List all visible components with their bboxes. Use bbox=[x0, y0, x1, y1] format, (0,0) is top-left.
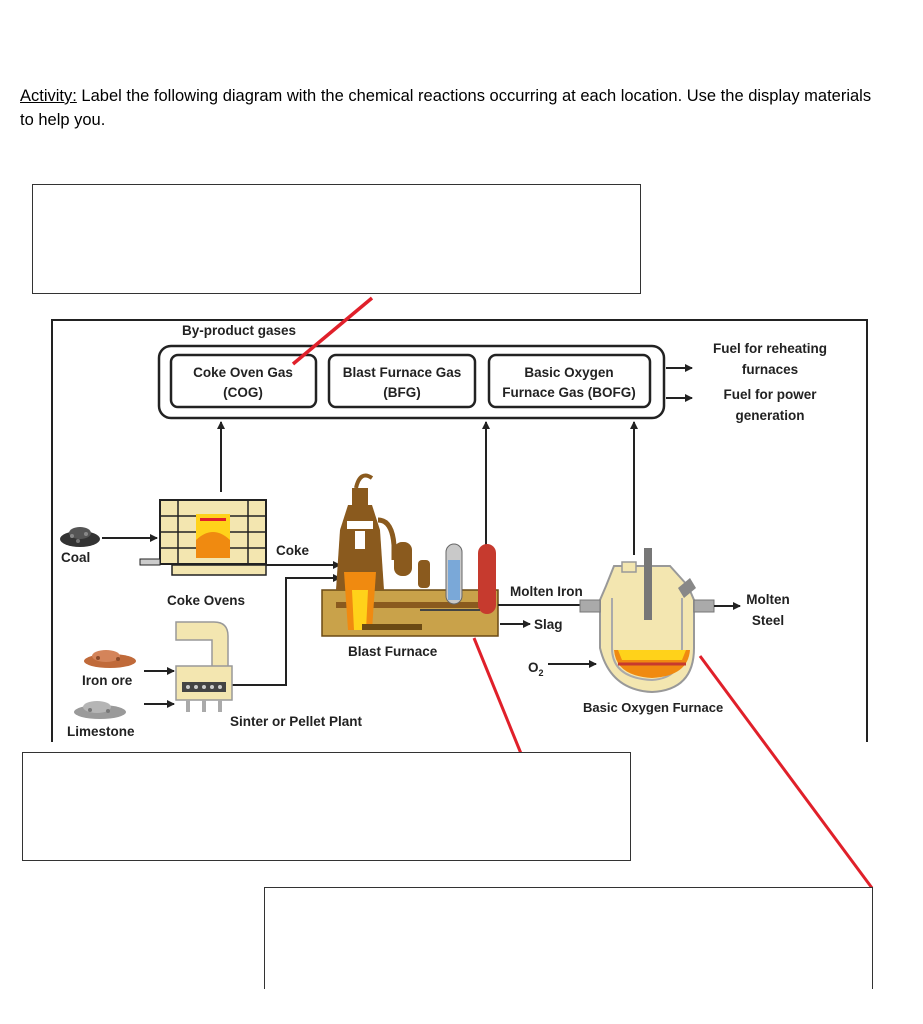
coal-label: Coal bbox=[61, 550, 90, 565]
bfg-box bbox=[327, 353, 477, 409]
bfg-label-line1: Blast Furnace Gas bbox=[343, 365, 462, 380]
use-power-line1: Fuel for power bbox=[723, 387, 817, 402]
activity-text: Label the following diagram with the che… bbox=[20, 87, 872, 129]
diagram-frame bbox=[51, 319, 868, 742]
pointer-line-to-bottom-box bbox=[698, 655, 874, 889]
bofg-box bbox=[487, 353, 652, 409]
activity-lead: Activity: bbox=[20, 87, 77, 105]
iron-ore-label: Iron ore bbox=[82, 673, 133, 688]
coke-label: Coke bbox=[276, 543, 310, 558]
blast-furnace-icon bbox=[321, 473, 499, 637]
bfg-label-line2: (BFG) bbox=[383, 385, 421, 400]
o2-main: O bbox=[528, 660, 539, 675]
molten-iron-label: Molten Iron bbox=[510, 584, 583, 599]
bofg-label-line1: Basic Oxygen bbox=[524, 365, 613, 380]
cog-label-line2: (COG) bbox=[223, 385, 263, 400]
cog-label-line1: Coke Oven Gas bbox=[193, 365, 293, 380]
cog-box bbox=[169, 353, 318, 409]
blast-furnace-label: Blast Furnace bbox=[348, 644, 438, 659]
sinter-plant-label: Sinter or Pellet Plant bbox=[230, 714, 363, 729]
limestone-pile-icon bbox=[74, 701, 126, 719]
sinter-plant-icon bbox=[175, 621, 233, 712]
use-reheating-line2: furnaces bbox=[742, 362, 798, 377]
molten-steel-line2: Steel bbox=[752, 613, 784, 628]
byproduct-gases-title: By-product gases bbox=[182, 323, 296, 338]
use-power-line2: generation bbox=[735, 408, 804, 423]
iron-ore-pile-icon bbox=[84, 650, 136, 668]
arrow-sinter-to-blast-furnace bbox=[232, 574, 341, 686]
pointer-line-to-top-box bbox=[291, 296, 374, 366]
answer-box-blast-furnace[interactable] bbox=[22, 752, 631, 861]
o2-label: O2 bbox=[528, 660, 544, 678]
bof-label: Basic Oxygen Furnace bbox=[583, 700, 723, 715]
coke-ovens-label: Coke Ovens bbox=[167, 593, 245, 608]
activity-instructions: Activity: Label the following diagram wi… bbox=[20, 84, 880, 132]
pointer-line-to-middle-box bbox=[472, 637, 524, 757]
answer-box-coke-oven[interactable] bbox=[32, 184, 641, 294]
slag-label: Slag bbox=[534, 617, 563, 632]
use-reheating-line1: Fuel for reheating bbox=[713, 341, 827, 356]
limestone-label: Limestone bbox=[67, 724, 135, 739]
o2-subscript: 2 bbox=[539, 668, 544, 678]
molten-steel-line1: Molten bbox=[746, 592, 790, 607]
answer-box-basic-oxygen-furnace[interactable] bbox=[264, 887, 873, 989]
coke-ovens-icon bbox=[139, 499, 267, 576]
basic-oxygen-furnace-icon bbox=[579, 548, 715, 694]
bofg-label-line2: Furnace Gas (BOFG) bbox=[502, 385, 636, 400]
coal-pile-icon bbox=[60, 527, 100, 547]
